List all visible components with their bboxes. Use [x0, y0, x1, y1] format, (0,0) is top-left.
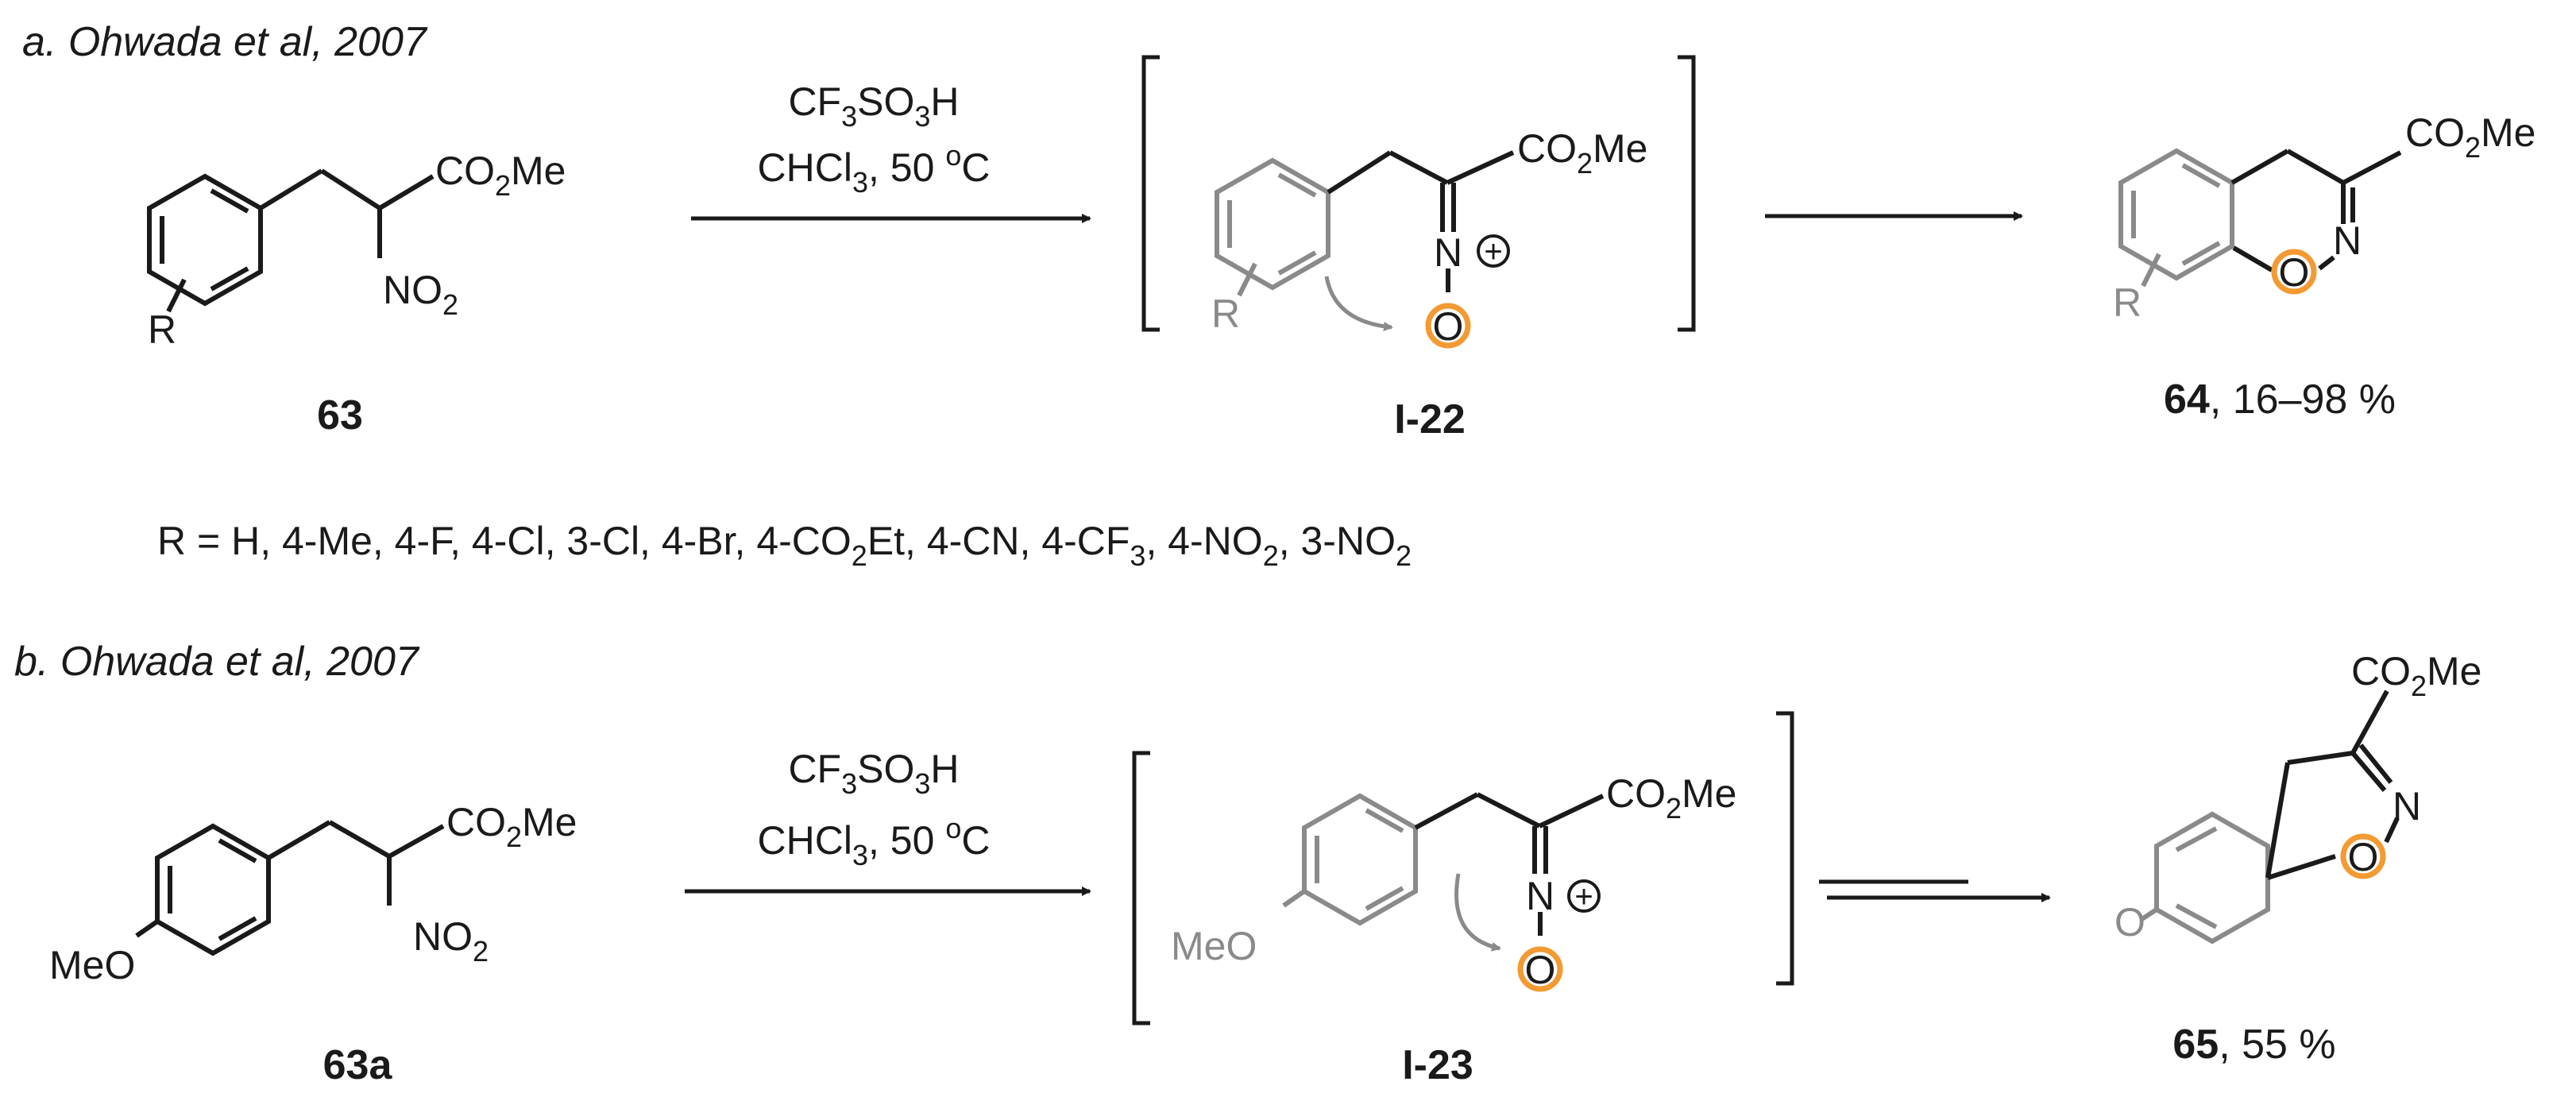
panel-b: b. Ohwada et al, 2007 CO2Me NO2 MeO 63a …: [14, 639, 2482, 1088]
product-65-nitrogen: N: [2393, 784, 2421, 829]
i23-charge: +: [1574, 879, 1593, 914]
compound-label-63a: 63a: [323, 1042, 393, 1088]
compound-label-63: 63: [317, 392, 363, 438]
compound-label-i22: I-22: [1394, 396, 1466, 442]
i23-charge-circle: [1567, 879, 1601, 913]
i22-curved-arrow: [1324, 276, 1393, 332]
i22-ester: CO2Me: [1517, 126, 1648, 180]
compound-label-i23: I-23: [1402, 1042, 1473, 1088]
i22-nitrogen: N: [1434, 230, 1462, 275]
reagent-b-line2: CHCl3, 50 oC: [758, 812, 991, 871]
substrate-63a-methoxy: MeO: [49, 943, 135, 987]
compound-label-64: 64, 16–98 %: [2164, 377, 2396, 423]
i22-oxygen-highlight: [1425, 303, 1471, 349]
i23-methoxy: MeO: [1171, 924, 1257, 968]
product-65-keto-oxygen: O: [2114, 900, 2145, 944]
bracket-left-i23: [1132, 751, 1150, 1026]
substrate-63-ester: CO2Me: [435, 149, 566, 202]
substrate-63a: [135, 820, 445, 956]
product-64-r: R: [2113, 280, 2142, 325]
substrate-63a-nitro: NO2: [413, 914, 489, 968]
bracket-right-i23: [1776, 711, 1794, 986]
i23-curved-arrow: [1454, 873, 1501, 952]
substrate-63-nitro: NO2: [383, 268, 458, 321]
i22-r: R: [1211, 292, 1240, 336]
bracket-left-i22: [1141, 55, 1160, 332]
substrate-63: [147, 168, 434, 313]
i23-ester: CO2Me: [1606, 771, 1737, 825]
i22-charge: +: [1484, 234, 1502, 269]
intermediate-i22: [1215, 157, 1330, 297]
product-65-oxygen: O: [2348, 835, 2379, 879]
substrate-63-r: R: [148, 307, 176, 352]
product-64-nitrogen: N: [2333, 218, 2362, 263]
compound-label-65: 65, 55 %: [2172, 1022, 2335, 1068]
intermediate-i23: [1282, 793, 1418, 926]
reagent-a-line2: CHCl3, 50 oC: [758, 139, 991, 199]
i22-charge-circle: [1477, 234, 1510, 268]
product-65-ester: CO2Me: [2351, 649, 2482, 702]
i22-oxygen: O: [1433, 304, 1464, 349]
i23-nitrogen: N: [1526, 874, 1554, 918]
panel-a-heading: a. Ohwada et al, 2007: [22, 19, 428, 65]
panel-b-heading: b. Ohwada et al, 2007: [14, 639, 420, 685]
product-64: [2118, 148, 2234, 288]
product-64-ester: CO2Me: [2405, 110, 2536, 164]
product-64-oxygen: O: [2279, 250, 2310, 295]
panel-a: a. Ohwada et al, 2007 CO2Me NO2 R 63 CF3…: [22, 19, 2536, 572]
reagent-b-line1: CF3SO3H: [788, 747, 959, 800]
product-65-oxygen-highlight: [2340, 833, 2386, 879]
i23-oxygen-highlight: [1517, 946, 1563, 992]
bracket-right-i22: [1678, 55, 1696, 332]
product-65: [2139, 811, 2270, 944]
product-64-oxygen-highlight: [2271, 249, 2317, 295]
reagent-a-line1: CF3SO3H: [788, 79, 959, 133]
substrate-63a-ester: CO2Me: [446, 800, 577, 853]
i23-oxygen: O: [1525, 948, 1556, 992]
substituent-list: R = H, 4-Me, 4-F, 4-Cl, 3-Cl, 4-Br, 4-CO…: [157, 519, 1412, 572]
